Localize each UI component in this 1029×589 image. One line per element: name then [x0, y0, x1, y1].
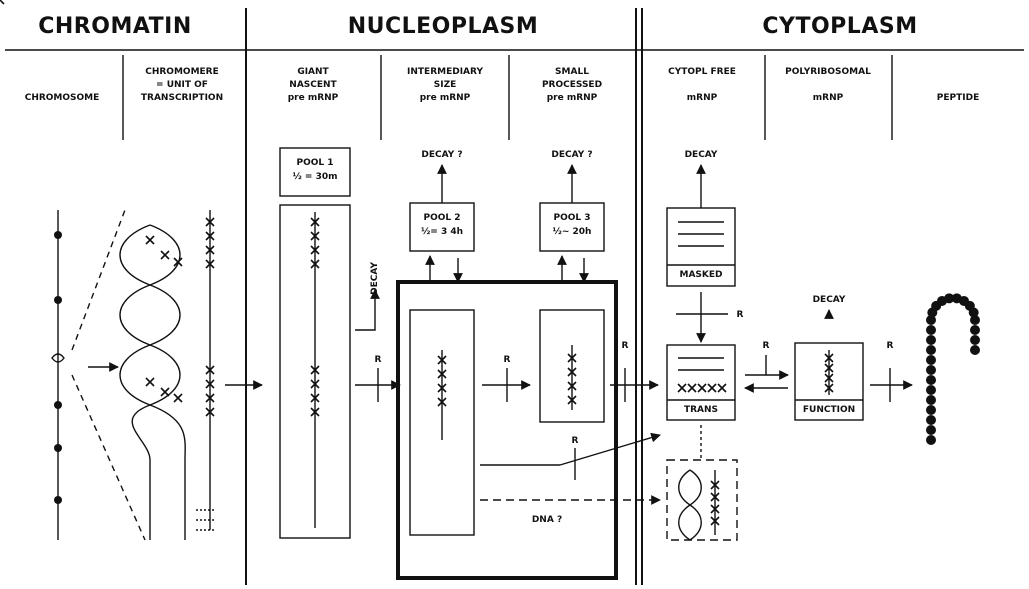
nuclear-pool-frame — [398, 282, 616, 578]
amino-acid-bead — [926, 325, 936, 335]
amino-acid-bead — [970, 325, 980, 335]
r-label: R — [572, 436, 579, 446]
pool2-decay-label: DECAY ? — [421, 150, 462, 160]
amino-acid-bead — [970, 315, 980, 325]
amino-acid-bead — [926, 435, 936, 445]
r-label: R — [375, 355, 382, 365]
r-label: R — [622, 341, 629, 351]
pool1-decay-label: DECAY — [370, 262, 380, 295]
expansion-line-top — [72, 210, 125, 350]
cytoplasmic-dna-box — [667, 460, 737, 540]
masked-label: MASKED — [680, 270, 723, 280]
peptide-chain — [926, 293, 980, 445]
amino-acid-bead — [970, 345, 980, 355]
col-peptide: PEPTIDE — [937, 92, 979, 105]
amino-acid-bead — [926, 345, 936, 355]
function-decay-label: DECAY — [813, 295, 846, 305]
dna-question-label: DNA ? — [532, 515, 562, 525]
amino-acid-bead — [926, 395, 936, 405]
amino-acid-bead — [926, 365, 936, 375]
amino-acid-bead — [926, 405, 936, 415]
r-label: R — [887, 341, 894, 351]
section-nucleoplasm: NUCLEOPLASM — [348, 14, 539, 39]
expansion-line-bottom — [72, 375, 145, 540]
masked-decay-label: DECAY — [685, 150, 718, 160]
function-label: FUNCTION — [803, 405, 855, 415]
r-label: R — [763, 341, 770, 351]
r-label: R — [504, 355, 511, 365]
amino-acid-bead — [926, 335, 936, 345]
section-cytoplasm: CYTOPLASM — [762, 14, 917, 39]
amino-acid-bead — [926, 375, 936, 385]
amino-acid-bead — [926, 415, 936, 425]
amino-acid-bead — [970, 335, 980, 345]
amino-acid-bead — [926, 425, 936, 435]
col-cytopl-free: CYTOPL FREE mRNP — [668, 66, 736, 105]
dna-strand-2 — [120, 225, 185, 540]
section-chromatin: CHROMATIN — [38, 14, 192, 39]
col-polyribosomal: POLYRIBOSOMAL mRNP — [785, 66, 871, 105]
pool3-decay-label: DECAY ? — [551, 150, 592, 160]
trans-label: TRANS — [684, 405, 718, 415]
amino-acid-bead — [926, 385, 936, 395]
amino-acid-bead — [926, 355, 936, 365]
col-chromosome: CHROMOSOME — [25, 92, 100, 105]
r-label: R — [737, 310, 744, 320]
